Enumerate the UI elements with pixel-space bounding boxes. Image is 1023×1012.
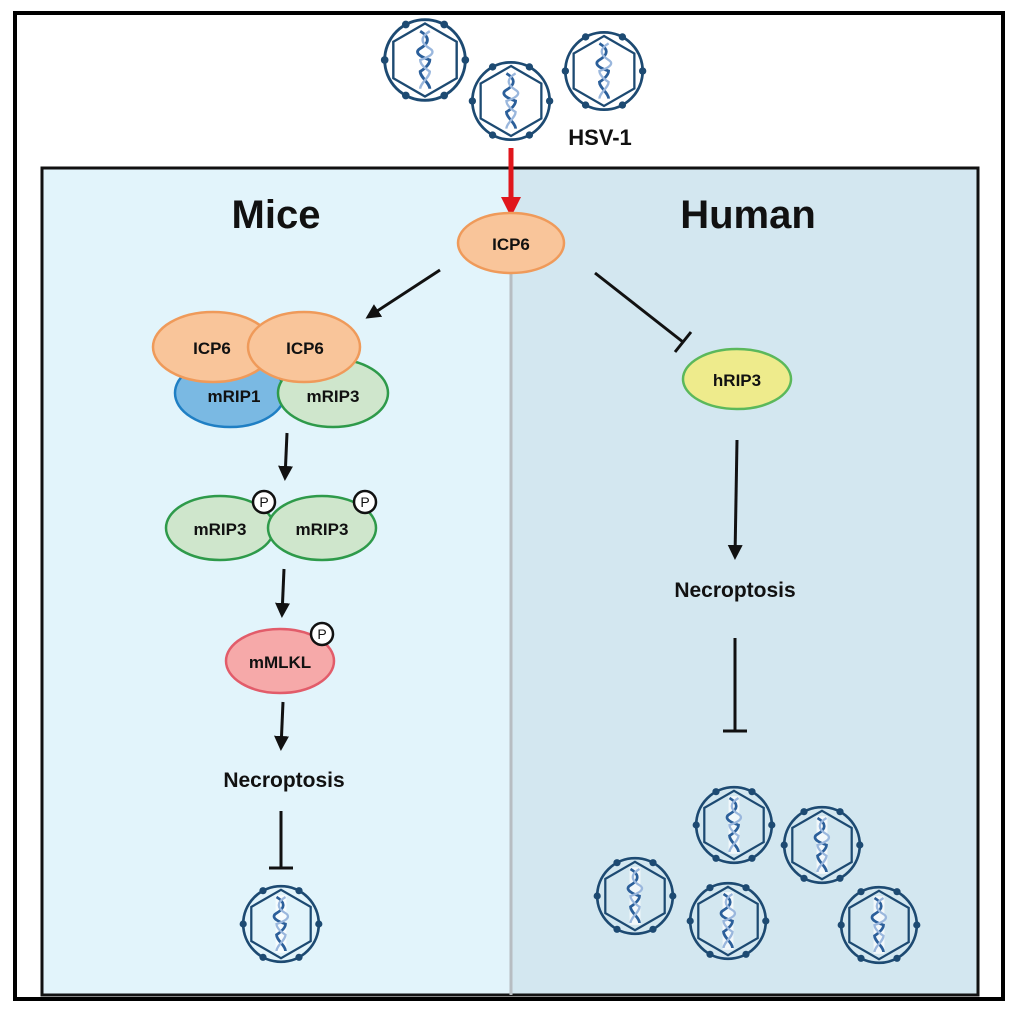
inhibition-arrow-mice	[269, 811, 293, 870]
hsv1-label: HSV-1	[568, 125, 632, 150]
icp6-node	[246, 310, 362, 384]
activation-arrow	[274, 701, 290, 751]
mmlkl-node: mMLKL P	[224, 621, 336, 695]
svg-text:mRIP1: mRIP1	[208, 387, 261, 406]
svg-text:mRIP3: mRIP3	[296, 520, 349, 539]
mice-necroptosis-label: Necroptosis	[223, 769, 344, 792]
svg-text:hRIP3: hRIP3	[713, 371, 761, 390]
mice-panel	[42, 168, 511, 995]
svg-text:ICP6: ICP6	[286, 339, 324, 358]
svg-text:ICP6: ICP6	[193, 339, 231, 358]
inhibition-arrow-hrip3	[594, 271, 693, 353]
phospho-icon: P	[352, 489, 378, 515]
human-title: Human	[680, 193, 816, 237]
svg-text:P: P	[259, 494, 268, 510]
cell-panels	[40, 166, 980, 997]
activation-arrow	[727, 439, 743, 560]
icp6-node: ICP6	[456, 211, 566, 275]
svg-text:P: P	[317, 626, 326, 642]
activation-arrow	[365, 268, 441, 319]
svg-text:mMLKL: mMLKL	[249, 653, 311, 672]
inhibition-arrow-human	[723, 638, 747, 733]
mice-title: Mice	[232, 193, 321, 237]
phospho-icon: P	[309, 621, 335, 647]
icp6-rip-complex: ICP6 ICP6 mRIP1 mRIP3	[151, 310, 390, 429]
phospho-icon: P	[251, 489, 277, 515]
svg-text:ICP6: ICP6	[492, 235, 530, 254]
hrip3-node: hRIP3	[681, 347, 793, 411]
svg-text:P: P	[360, 494, 369, 510]
human-necroptosis-label: Necroptosis	[674, 579, 795, 602]
svg-text:mRIP3: mRIP3	[307, 387, 360, 406]
activation-arrow	[275, 568, 291, 618]
hsv1-virions: HSV-1	[379, 18, 648, 150]
mrip3-dimer: mRIP3 mRIP3 P P	[164, 489, 378, 562]
svg-text:mRIP3: mRIP3	[194, 520, 247, 539]
human-panel	[511, 168, 978, 995]
activation-arrow	[278, 432, 294, 481]
